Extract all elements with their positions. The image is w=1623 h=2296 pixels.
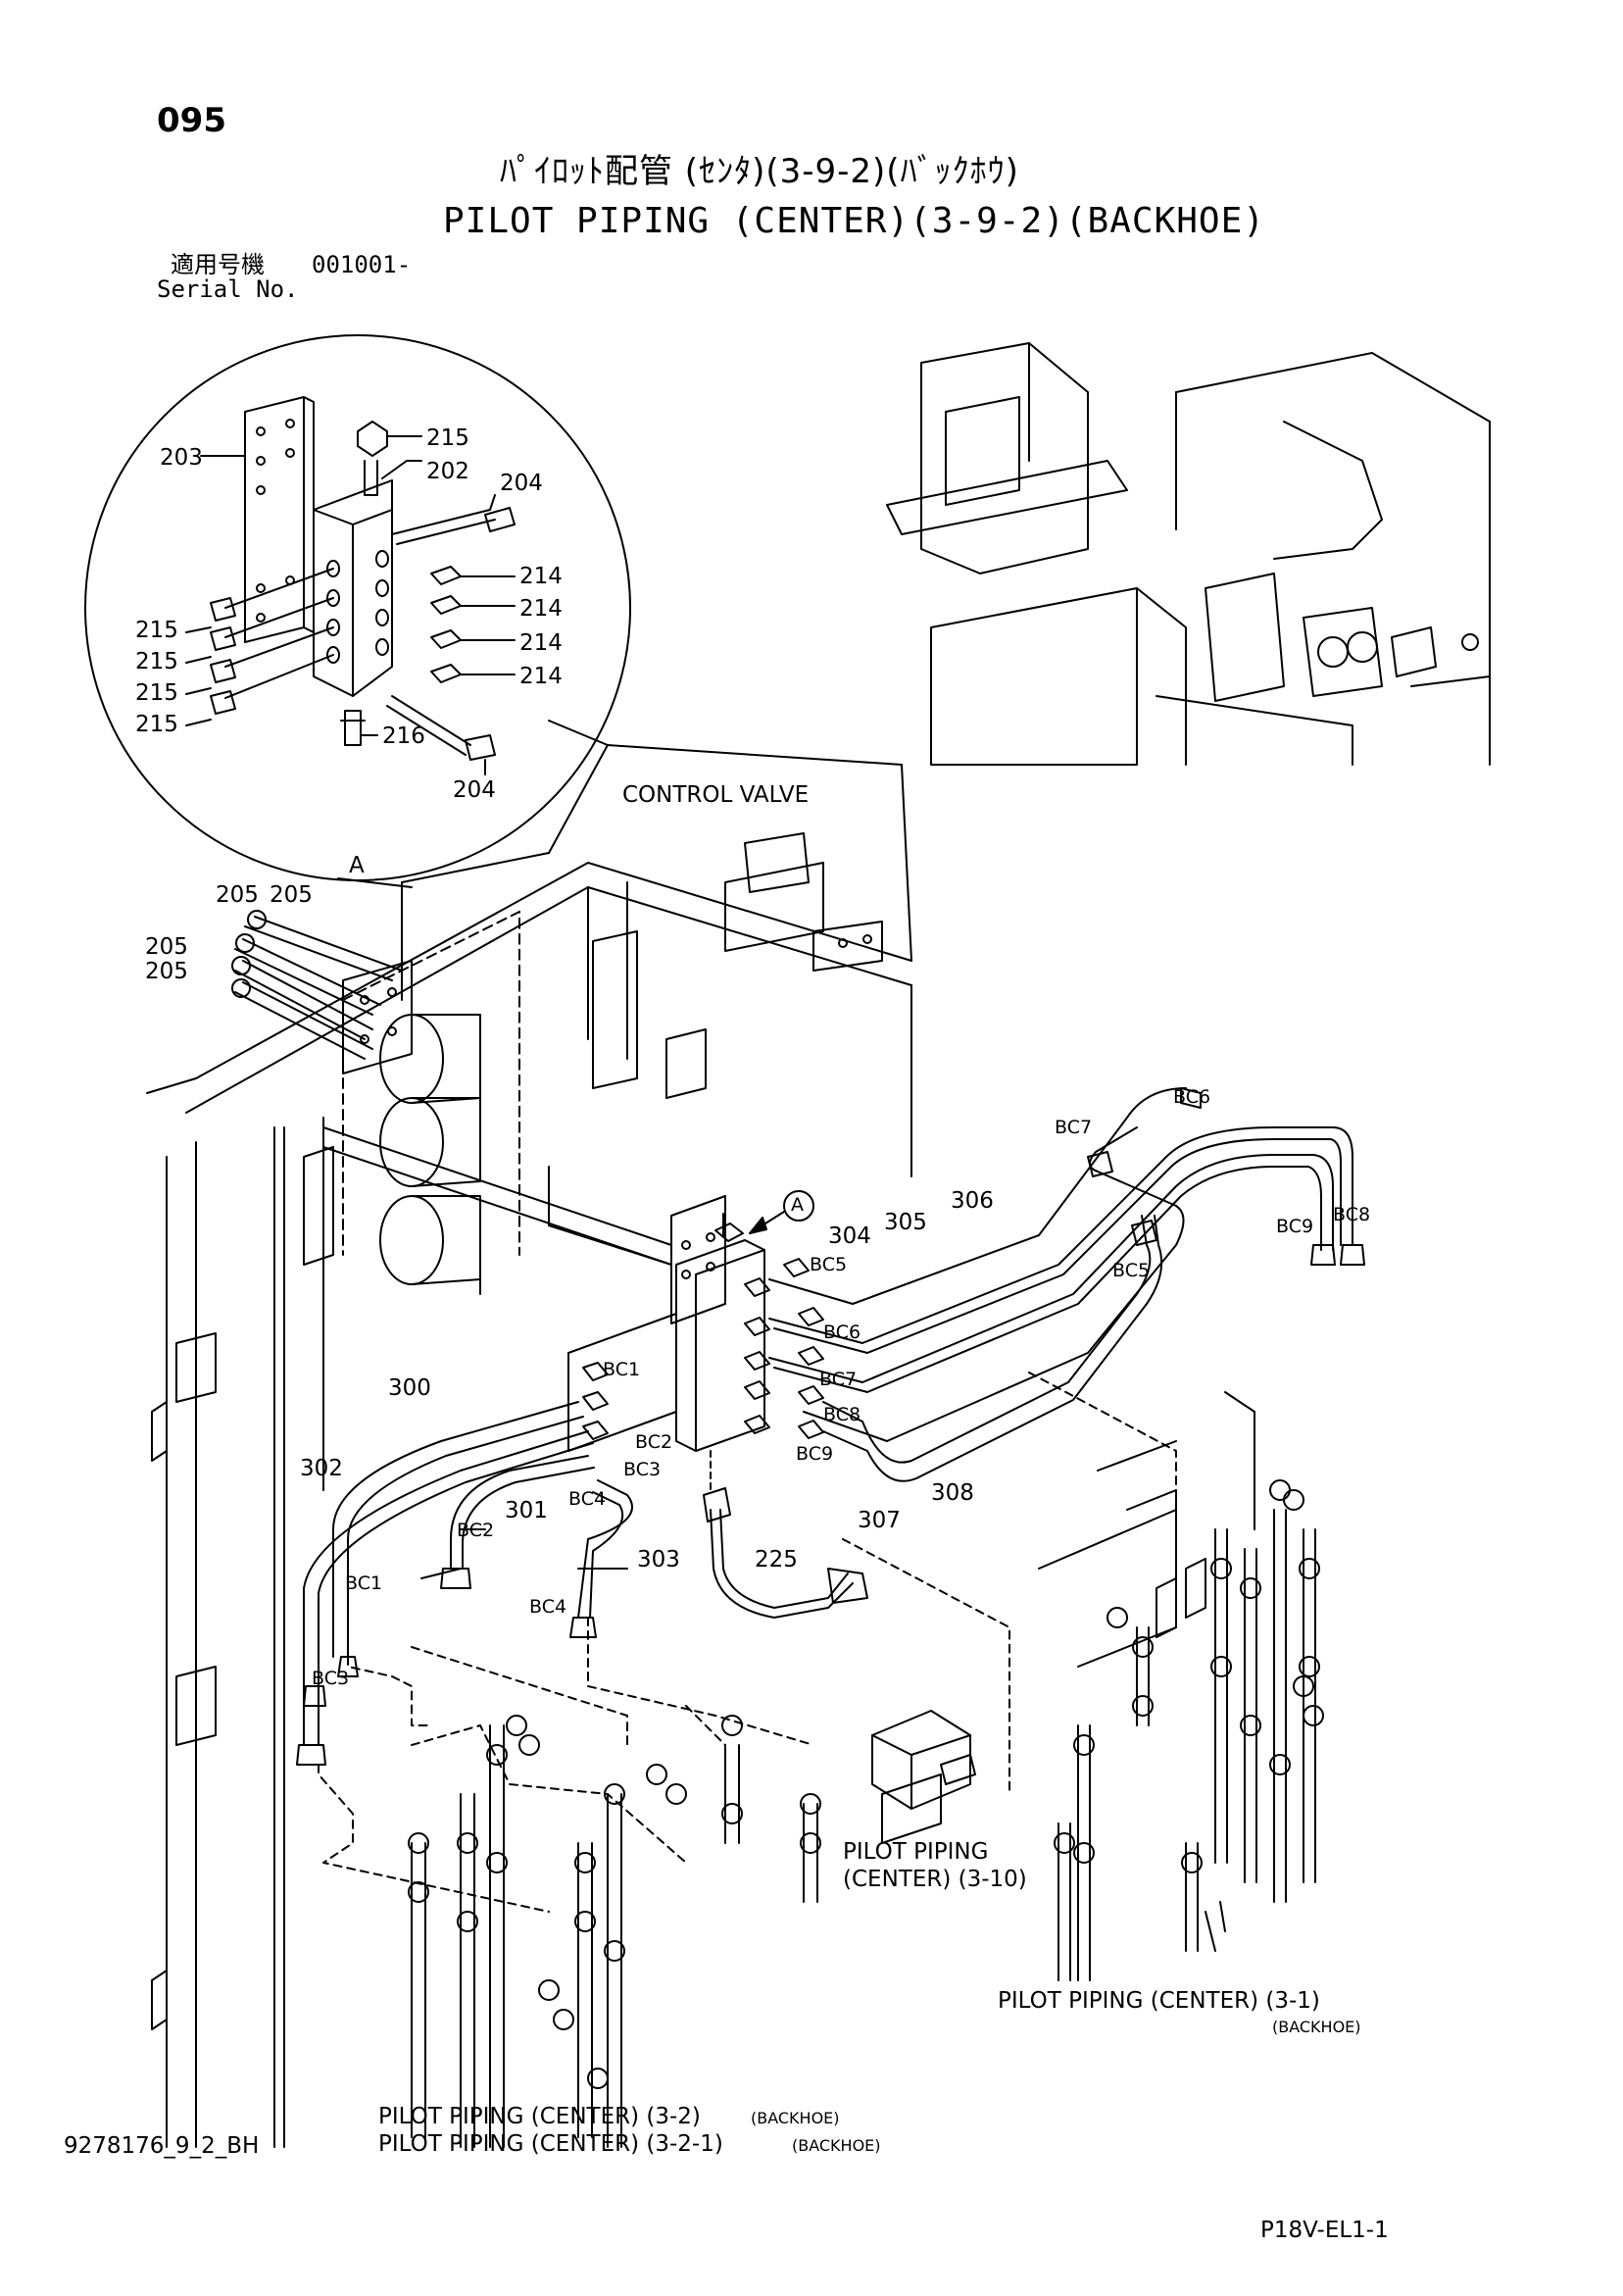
detail-part-214-1: 214 [519, 564, 563, 589]
lower-right-pipes [1055, 1480, 1323, 1980]
detail-manifold-block [314, 480, 392, 696]
detail-part-214-2: 214 [519, 596, 563, 622]
ref-center-3-2: PILOT PIPING (CENTER) (3-2) [378, 2104, 701, 2129]
page-number: 095 [157, 101, 226, 140]
connector-bc2-low: BC2 [457, 1520, 495, 1541]
connector-bc1-low: BC1 [345, 1572, 383, 1594]
title-japanese: ﾊﾟｲﾛｯﾄ配管 (ｾﾝﾀ)(3-9-2)(ﾊﾞｯｸﾎｳ) [500, 152, 1019, 191]
pipe-300 [333, 1402, 578, 1657]
sheet-code: P18V-EL1-1 [1260, 2218, 1389, 2243]
pipe-302 [304, 1431, 588, 1745]
lower-left-pipes [409, 1274, 820, 2147]
mounting-bracket [343, 961, 412, 1073]
pipe-label-302: 302 [300, 1456, 343, 1481]
pipe-304 [769, 1088, 1186, 1304]
bolt-205-d: 205 [145, 959, 188, 984]
ref-center-3-1: PILOT PIPING (CENTER) (3-1) [998, 1988, 1320, 2014]
pipe-308 [804, 1127, 1184, 1441]
connector-bc1-top: BC1 [603, 1359, 641, 1380]
manifold-block [676, 1240, 764, 1451]
connector-bc4-top: BC4 [568, 1488, 607, 1510]
pipe-306 [769, 1155, 1333, 1382]
pipe-label-308: 308 [931, 1480, 974, 1506]
bolt-205-b: 205 [270, 882, 313, 908]
connector-bc4-low: BC4 [529, 1596, 567, 1618]
valve-bracket [671, 1196, 725, 1323]
detail-part-215-1: 215 [135, 618, 178, 643]
ref-center-3-1-suffix: (BACKHOE) [1272, 2018, 1361, 2036]
connector-bc3-low: BC3 [312, 1668, 350, 1689]
detail-part-215-top: 215 [426, 425, 469, 451]
ref-center-3-10-line1: PILOT PIPING [843, 1839, 989, 1865]
pipe-label-305: 305 [884, 1210, 927, 1235]
connector-bc5-block: BC5 [810, 1254, 848, 1275]
pipe-label-225: 225 [755, 1547, 798, 1572]
ref-center-3-2-1: PILOT PIPING (CENTER) (3-2-1) [378, 2131, 723, 2157]
detail-part-203: 203 [160, 445, 203, 471]
connector-bc9-block: BC9 [796, 1443, 834, 1465]
pipe-label-304: 304 [828, 1223, 871, 1249]
detail-part-204-top: 204 [500, 471, 543, 496]
connector-bc7-block: BC7 [819, 1369, 858, 1390]
detail-part-214-4: 214 [519, 664, 563, 689]
ref-center-3-10-line2: (CENTER) (3-10) [843, 1867, 1027, 1892]
pipe-303 [578, 1480, 632, 1618]
connector-bc5-right: BC5 [1112, 1260, 1151, 1281]
detail-view-label: A [349, 853, 365, 878]
connector-bc2-top: BC2 [635, 1431, 673, 1453]
detail-part-215-2: 215 [135, 649, 178, 674]
solenoid-block [872, 1711, 970, 1809]
connector-bc3-top: BC3 [623, 1459, 662, 1480]
connector-bc9-right: BC9 [1276, 1216, 1314, 1237]
pipe-225 [711, 1510, 853, 1618]
serial-label-japanese: 適用号機 [171, 251, 265, 278]
pipe-label-306: 306 [951, 1188, 994, 1214]
title-english: PILOT PIPING (CENTER)(3-9-2)(BACKHOE) [443, 201, 1265, 241]
detail-part-216: 216 [382, 724, 425, 749]
pipe-label-300: 300 [388, 1375, 431, 1401]
ref-center-3-2-1-suffix: (BACKHOE) [792, 2136, 881, 2155]
connector-bc7-right: BC7 [1055, 1117, 1093, 1138]
control-valve-label: CONTROL VALVE [622, 782, 810, 808]
bolt-205-c: 205 [145, 934, 188, 960]
detail-part-215-4: 215 [135, 712, 178, 737]
detail-part-215-3: 215 [135, 680, 178, 706]
detail-part-202: 202 [426, 459, 469, 484]
ref-center-3-2-suffix: (BACKHOE) [751, 2109, 840, 2127]
connector-bc6-right: BC6 [1173, 1086, 1211, 1108]
pipe-label-307: 307 [858, 1508, 901, 1533]
connector-bc8-block: BC8 [823, 1404, 861, 1425]
bolt-205-a: 205 [216, 882, 259, 908]
serial-label-english: Serial No. [157, 275, 299, 303]
machine-frame [147, 863, 911, 1093]
drawing-number: 9278176_9_2_BH [64, 2133, 260, 2159]
pipe-301 [451, 1456, 588, 1569]
view-a-marker [784, 1191, 813, 1221]
detail-part-214-3: 214 [519, 630, 563, 656]
view-a-label: A [791, 1194, 804, 1216]
pipe-305 [769, 1127, 1352, 1343]
connector-bc6-block: BC6 [823, 1322, 861, 1343]
detail-fittings-214 [431, 567, 461, 682]
pipe-307 [823, 1216, 1150, 1463]
connector-bc8-right: BC8 [1333, 1204, 1371, 1225]
detail-part-204-bottom: 204 [453, 777, 496, 803]
pipe-label-303: 303 [637, 1547, 680, 1572]
detail-bracket-plate [245, 397, 304, 642]
pipe-label-301: 301 [505, 1498, 548, 1523]
serial-value: 001001- [312, 251, 412, 278]
